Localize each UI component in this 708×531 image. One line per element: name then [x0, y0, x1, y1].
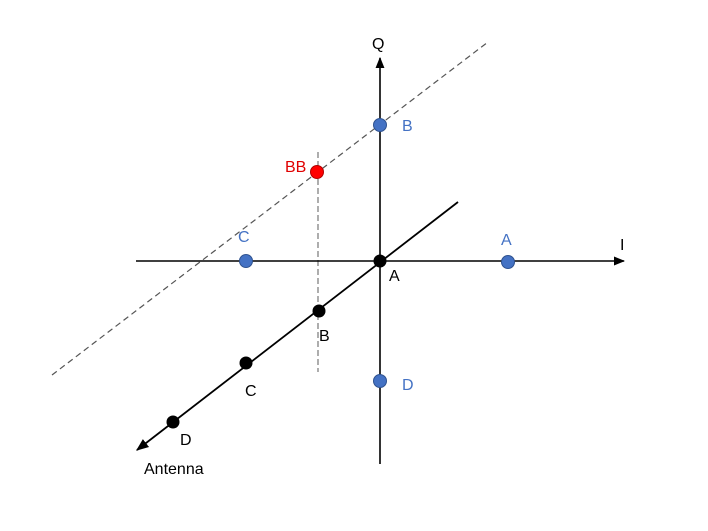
antenna-axis: [136, 201, 459, 451]
antenna-point-a-label: A: [389, 268, 400, 285]
antenna-point-b: [312, 304, 326, 318]
i-axis-label: I: [620, 237, 624, 254]
constellation-point-c: [239, 254, 253, 268]
antenna-point-d-label: D: [180, 432, 192, 449]
constellation-point-b-label: B: [402, 118, 413, 135]
antenna-point-c-label: C: [245, 383, 257, 400]
antenna-label: Antenna: [144, 461, 204, 478]
constellation-point-b: [373, 118, 387, 132]
q-axis-label: Q: [372, 36, 384, 53]
antenna-point-d: [166, 415, 180, 429]
projected-point-bb-label: BB: [285, 159, 306, 176]
constellation-point-c-label: C: [238, 229, 250, 246]
dashed-projection-line: [51, 41, 489, 376]
constellation-point-d: [373, 374, 387, 388]
constellation-point-d-label: D: [402, 377, 414, 394]
antenna-point-c: [239, 356, 253, 370]
constellation-point-a: [501, 255, 515, 269]
antenna-point-a: [373, 254, 387, 268]
antenna-point-b-label: B: [319, 328, 330, 345]
projected-point-bb: [310, 165, 324, 179]
constellation-point-a-label: A: [501, 232, 512, 249]
